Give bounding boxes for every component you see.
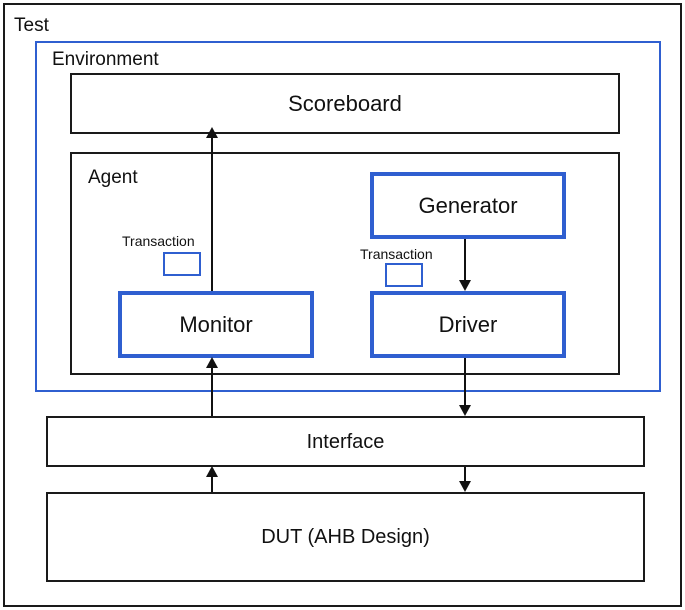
transaction-box-driver <box>385 263 423 287</box>
agent-label: Agent <box>88 167 138 188</box>
generator-block: Generator <box>370 172 566 239</box>
dut-label: DUT (AHB Design) <box>261 526 430 548</box>
transaction-label-driver: Transaction <box>360 246 433 262</box>
monitor-label: Monitor <box>179 311 253 337</box>
transaction-box-monitor <box>163 252 201 276</box>
test-label: Test <box>14 15 49 36</box>
arrowhead-interface-to-monitor <box>206 357 218 368</box>
arrowhead-generator-to-driver <box>459 280 471 291</box>
connector-generator-to-driver <box>464 239 466 283</box>
arrowhead-interface-to-dut <box>459 481 471 492</box>
interface-label: Interface <box>306 430 385 453</box>
monitor-block: Monitor <box>118 291 314 358</box>
scoreboard-label: Scoreboard <box>288 90 402 116</box>
interface-block: Interface <box>46 416 645 467</box>
dut-block: DUT (AHB Design) <box>46 492 645 582</box>
driver-block: Driver <box>370 291 566 358</box>
connector-driver-to-interface <box>464 358 466 408</box>
driver-label: Driver <box>438 311 498 337</box>
environment-label: Environment <box>52 49 159 70</box>
transaction-label-monitor: Transaction <box>122 233 195 249</box>
arrowhead-monitor-to-scoreboard <box>206 127 218 138</box>
scoreboard-block: Scoreboard <box>70 73 620 134</box>
connector-dut-to-interface <box>211 475 213 492</box>
generator-label: Generator <box>418 192 518 218</box>
connector-monitor-to-scoreboard <box>211 134 213 291</box>
connector-interface-to-monitor <box>211 365 213 416</box>
arrowhead-dut-to-interface <box>206 466 218 477</box>
connector-interface-to-dut <box>464 467 466 483</box>
arrowhead-driver-to-interface <box>459 405 471 416</box>
